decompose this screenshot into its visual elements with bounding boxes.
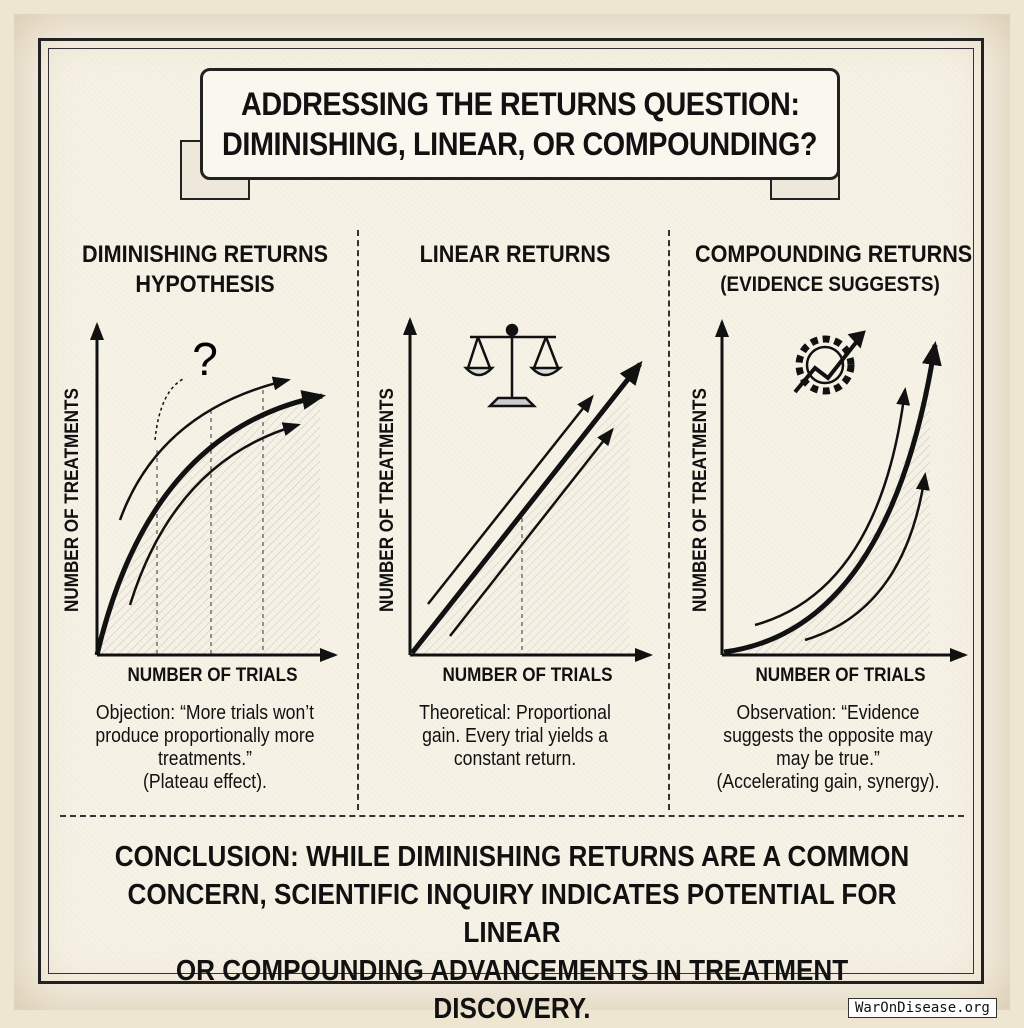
title-banner: ADDRESSING THE RETURNS QUESTION: DIMINIS… <box>200 68 840 180</box>
conclusion-divider <box>60 815 964 817</box>
shaded-area <box>97 398 320 655</box>
caption-line: may be true.” <box>776 748 880 770</box>
watermark-link[interactable]: WarOnDisease.org <box>848 998 997 1018</box>
conclusion-line: OR COMPOUNDING ADVANCEMENTS IN TREATMENT… <box>175 955 849 1025</box>
divider-right <box>668 230 670 810</box>
panel-title: LINEAR RETURNS <box>419 241 611 268</box>
linear-graph <box>403 317 653 662</box>
panel-title: COMPOUNDING RETURNS <box>695 241 973 268</box>
caption-line: constant return. <box>453 748 577 770</box>
conclusion-line: CONCERN, SCIENTIFIC INQUIRY INDICATES PO… <box>127 879 897 949</box>
lower-curve <box>128 422 301 606</box>
caption-line: gain. Every trial yields a <box>422 725 608 747</box>
balance-scale-icon <box>463 323 564 408</box>
compounding-graph <box>715 319 968 662</box>
panel-linear-title: LINEAR RETURNS <box>385 240 646 270</box>
panel-subtitle: (EVIDENCE SUGGESTS) <box>720 273 940 296</box>
caption-line: (Plateau effect). <box>143 771 267 793</box>
x-axis-label: NUMBER OF TRIALS <box>442 665 613 686</box>
x-axis-label: NUMBER OF TRIALS <box>127 665 298 686</box>
y-axis-label: NUMBER OF TREATMENTS <box>62 388 83 612</box>
caption-line: Observation: “Evidence <box>736 702 920 724</box>
gear-growth-icon <box>793 330 866 395</box>
conclusion-line: CONCLUSION: WHILE DIMINISHING RETURNS AR… <box>114 841 910 873</box>
panel-compounding-title: COMPOUNDING RETURNS (EVIDENCE SUGGESTS) <box>695 240 973 300</box>
outer-frame <box>38 38 984 984</box>
main-curve <box>94 390 326 656</box>
x-axis-label: NUMBER OF TRIALS <box>755 665 926 686</box>
conclusion-text: CONCLUSION: WHILE DIMINISHING RETURNS AR… <box>105 838 919 1028</box>
divider-left <box>357 230 359 810</box>
title-line-1: ADDRESSING THE RETURNS QUESTION: <box>240 86 800 122</box>
caption-line: (Accelerating gain, synergy). <box>716 771 940 793</box>
upper-line <box>427 394 594 605</box>
caption-linear: Theoretical: Proportional gain. Every tr… <box>383 702 647 771</box>
panel-subtitle: HYPOTHESIS <box>135 271 275 298</box>
caption-line: treatments.” <box>158 748 252 770</box>
caption-line: produce proportionally more <box>95 725 315 747</box>
title-line-2: DIMINISHING, LINEAR, OR COMPOUNDING? <box>222 126 818 162</box>
lower-curve <box>804 472 930 642</box>
caption-line: suggests the opposite may <box>723 725 933 747</box>
y-axis-label: NUMBER OF TREATMENTS <box>377 388 398 612</box>
caption-compounding: Observation: “Evidence suggests the oppo… <box>696 702 960 794</box>
upper-curve <box>118 376 291 521</box>
y-axis-label: NUMBER OF TREATMENTS <box>690 388 711 612</box>
caption-line: Objection: “More trials won’t <box>95 702 315 724</box>
panel-diminishing-title: DIMINISHING RETURNS HYPOTHESIS <box>75 240 336 300</box>
caption-diminishing: Objection: “More trials won’t produce pr… <box>73 702 337 794</box>
lower-line <box>449 427 614 637</box>
caption-line: Theoretical: Proportional <box>419 702 611 724</box>
panel-title: DIMINISHING RETURNS <box>81 241 329 268</box>
shaded-area <box>722 360 930 655</box>
main-curve <box>723 341 942 655</box>
upper-curve <box>754 387 911 627</box>
question-mark-icon: ? <box>192 333 218 385</box>
dotted-curve <box>154 377 186 441</box>
main-line <box>410 360 643 655</box>
diminishing-graph: ? <box>90 322 338 662</box>
